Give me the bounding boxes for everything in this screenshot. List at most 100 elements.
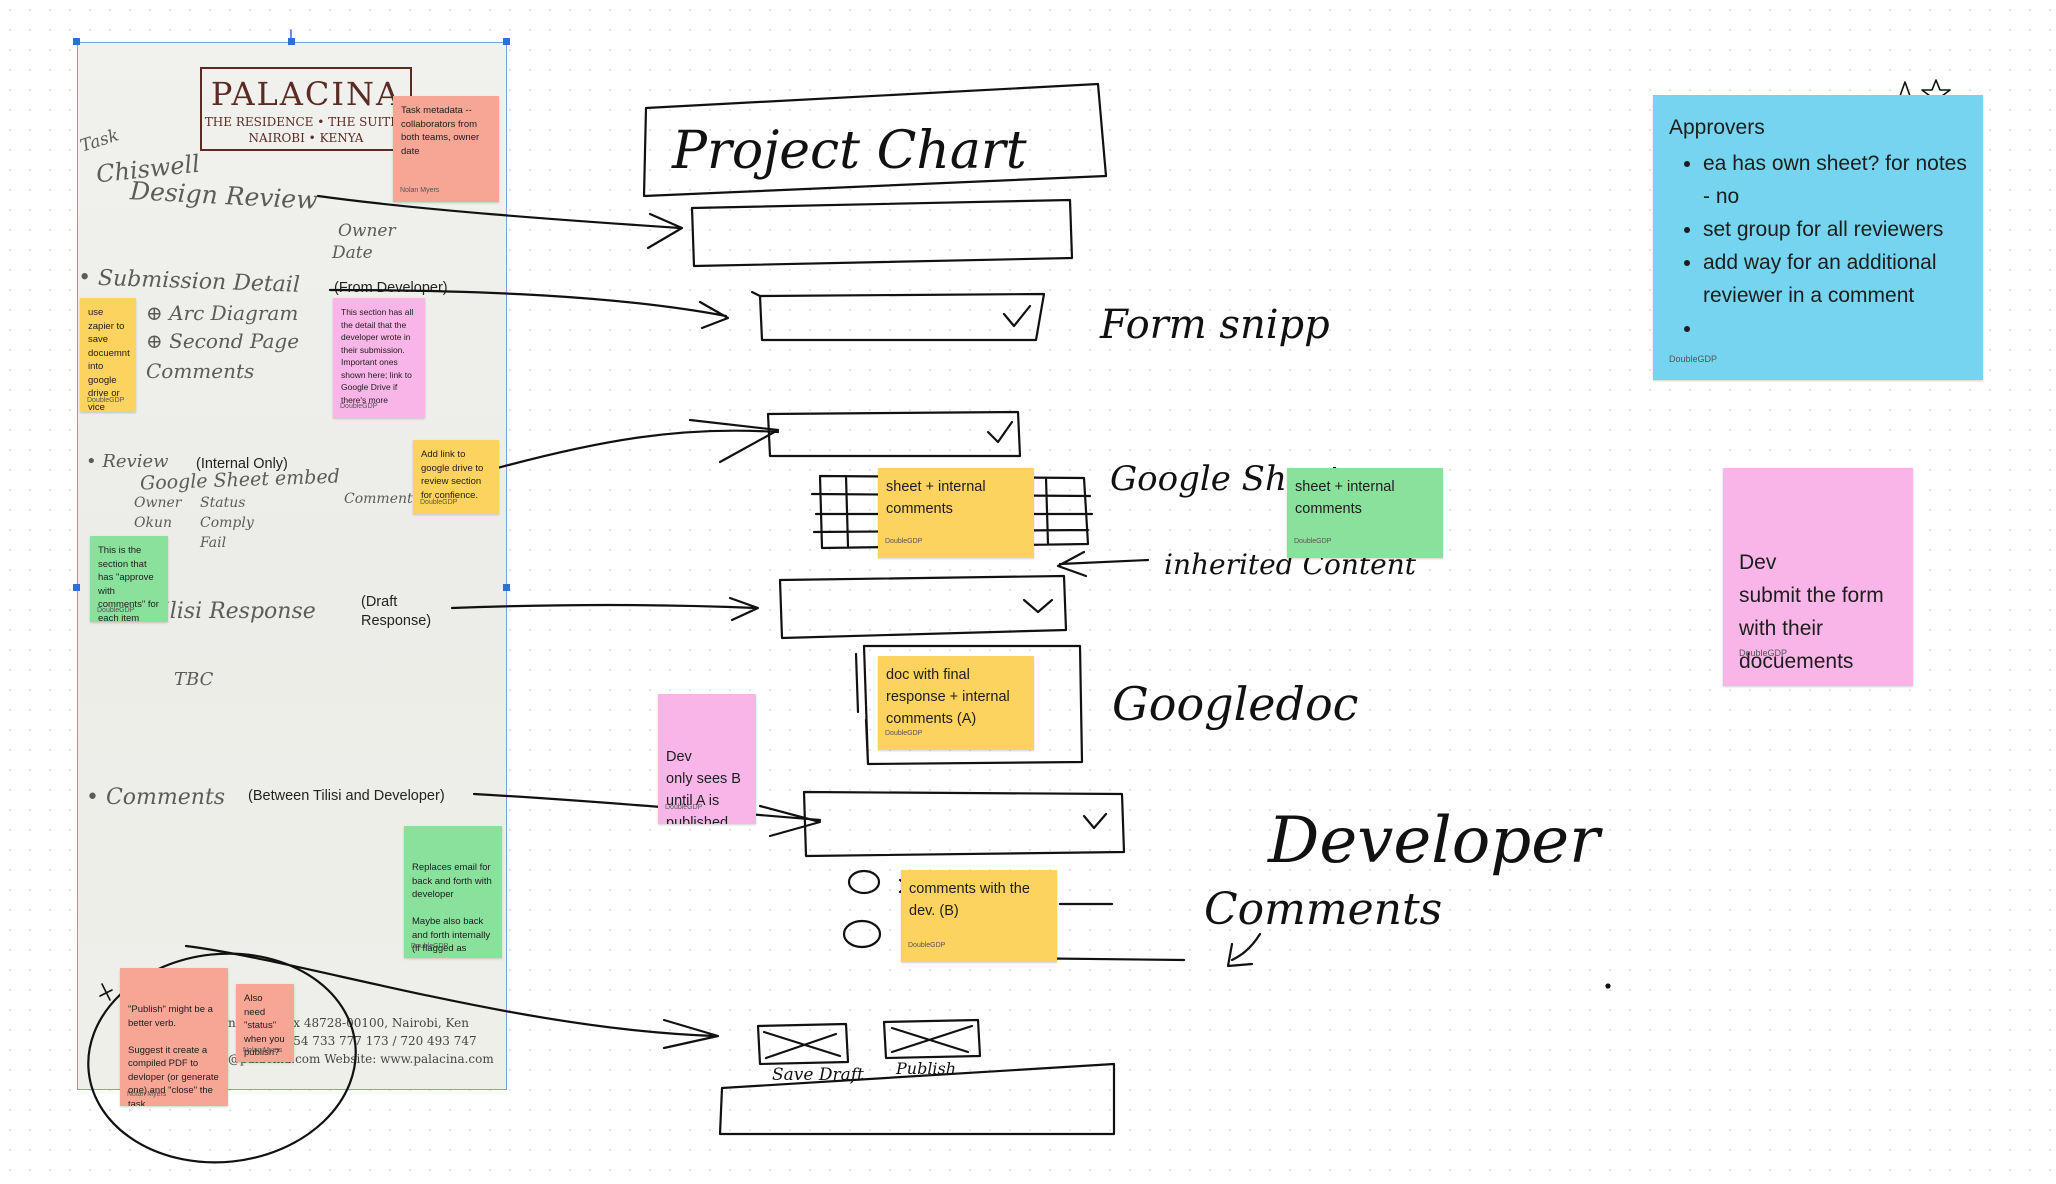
sticky-author: DoubleGDP: [1294, 538, 1332, 545]
approvers-item: ea has own sheet? for notes - no: [1703, 147, 1967, 213]
check-icon: [1002, 304, 1032, 328]
sketch-developer-text: Developer: [1267, 804, 1603, 878]
sticky-author: DoubleGDP: [97, 606, 135, 614]
sticky-text: This is the section that has "approve wi…: [98, 545, 159, 622]
sticky-text: "Publish" might be a better verb. Sugges…: [128, 1004, 219, 1106]
hw-comply: Comply: [200, 515, 254, 531]
submission-box: [750, 290, 1046, 342]
hw-tbc: TBC: [174, 669, 214, 690]
approvers-title: Approvers: [1669, 116, 1765, 139]
sticky-text: doc with final response + internal comme…: [886, 667, 1010, 727]
sticky-text: use zapier to save docuemnt into google …: [88, 307, 130, 412]
resize-handle-left[interactable]: [73, 584, 80, 591]
sticky-text: Dev submit the form with their docuement…: [1739, 551, 1884, 673]
hw-comment-col: Comment: [344, 491, 413, 507]
sticky-also-need-status[interactable]: Also need "status" when you publish? Nol…: [236, 984, 294, 1062]
sticky-text: Replaces email for back and forth with d…: [412, 862, 492, 958]
label-between-tilisi-developer: (Between Tilisi and Developer): [248, 788, 445, 804]
sticky-author: DoubleGDP: [1669, 354, 1718, 364]
sticky-approve-with-comments[interactable]: This is the section that has "approve wi…: [90, 536, 168, 622]
sticky-section-detail[interactable]: This section has all the detail that the…: [333, 298, 425, 418]
sticky-author: Nolan Myers: [127, 1090, 167, 1098]
sketch-google-doc-text: Googledoc: [1112, 677, 1358, 731]
comment-bubble-sketch: [847, 869, 881, 895]
response-box: [778, 574, 1068, 640]
footer-web: @palacina.com Website: www.palacina.com: [228, 1052, 494, 1066]
hw-fail: Fail: [200, 535, 227, 551]
check-icon: [986, 420, 1014, 444]
sketch-title-text: Project Chart: [671, 121, 1027, 181]
label-from-developer: (From Developer): [334, 280, 448, 296]
sticky-approvers[interactable]: Approvers ea has own sheet? for notes - …: [1653, 95, 1983, 380]
arrow-connector: [316, 194, 684, 250]
sticky-publish-verb[interactable]: "Publish" might be a better verb. Sugges…: [120, 968, 228, 1106]
hw-owner: Owner: [338, 221, 396, 241]
hw-okun: Okun: [134, 515, 172, 531]
hw-date: Date: [332, 243, 373, 263]
arrow-connector: [1056, 550, 1150, 578]
chevron-down-icon: [1022, 598, 1054, 614]
bottom-box: [718, 1062, 1116, 1136]
sticky-dev-submit[interactable]: Dev submit the form with their docuement…: [1723, 468, 1913, 686]
sticky-dev-only-sees[interactable]: Dev only sees B until A is published and…: [658, 694, 756, 824]
sticky-task-metadata[interactable]: Task metadata -- collaborators from both…: [393, 96, 499, 202]
title-box: [642, 82, 1108, 198]
sticky-text: This section has all the detail that the…: [341, 307, 414, 405]
sticky-replaces-email[interactable]: Replaces email for back and forth with d…: [404, 826, 502, 958]
palacina-logo: PALACINA THE RESIDENCE • THE SUITES NAIR…: [200, 67, 412, 151]
hw-comments-section: • Comments: [86, 785, 226, 810]
logo-brand: PALACINA: [210, 75, 402, 113]
hw-arc-diagram: ⊕ Arc Diagram: [146, 301, 299, 325]
arrow-connector: [488, 418, 780, 472]
arrow-connector: [1226, 932, 1262, 968]
approvers-item: set group for all reviewers: [1703, 213, 1967, 246]
resize-handle-top-left[interactable]: [73, 38, 80, 45]
hw-owner-col: Owner: [134, 495, 182, 511]
comment-bubble-sketch: [842, 919, 882, 949]
sketch-save-draft-text: Save Draft: [772, 1065, 864, 1085]
hw-review: • Review: [86, 451, 169, 472]
comments-box: [802, 790, 1126, 858]
sticky-use-zapier[interactable]: use zapier to save docuemnt into google …: [80, 298, 136, 412]
chevron-down-icon: [1082, 812, 1108, 830]
approvers-item: [1703, 312, 1967, 345]
hw-tilisi-response: Tilisi Response: [148, 599, 316, 624]
sketch-publish-text: Publish: [895, 1059, 956, 1078]
sticky-text: Also need "status" when you publish?: [244, 993, 285, 1058]
arrow-connector: [450, 596, 760, 622]
sticky-author: DoubleGDP: [87, 396, 125, 404]
hw-second-page: ⊕ Second Page: [146, 329, 300, 353]
label-draft-response: (Draft Response): [361, 594, 432, 629]
arrow-connector: [472, 792, 822, 838]
hw-status-col: Status: [200, 495, 246, 511]
highlight-circle: [87, 952, 357, 1164]
sticky-author: Nolan Myers: [243, 1046, 283, 1054]
logo-line-1: THE RESIDENCE • THE SUITES: [204, 115, 408, 129]
sticky-doc-final-response[interactable]: doc with final response + internal comme…: [878, 656, 1034, 750]
sticky-sheet-internal-comments-green[interactable]: sheet + internal comments DoubleGDP: [1287, 468, 1443, 558]
sticky-author: DoubleGDP: [908, 942, 946, 949]
sticky-sheet-internal-comments[interactable]: sheet + internal comments DoubleGDP: [878, 468, 1034, 558]
sticky-text: sheet + internal comments: [886, 479, 986, 517]
sticky-author: DoubleGDP: [665, 804, 703, 811]
review-box: [766, 410, 1022, 458]
approvers-list: ea has own sheet? for notes - no set gro…: [1669, 147, 1967, 345]
sticky-author: DoubleGDP: [340, 402, 378, 410]
sticky-add-link[interactable]: Add link to google drive to review secti…: [413, 440, 499, 514]
sticky-author: DoubleGDP: [420, 498, 458, 506]
arrow-connector: [328, 288, 730, 330]
sticky-comments-with-dev[interactable]: comments with the dev. (B) DoubleGDP: [901, 870, 1057, 962]
sticky-text: Dev only sees B until A is published and: [666, 749, 741, 824]
label-internal-only: (Internal Only): [196, 456, 288, 472]
save-draft-button-sketch: [756, 1022, 850, 1066]
sketch-comments-text: Comments: [1204, 884, 1442, 935]
sticky-text: comments with the dev. (B): [909, 881, 1030, 919]
footer-phone: ll: +254 733 777 173 / 720 493 747: [260, 1034, 477, 1048]
resize-handle-top-right[interactable]: [503, 38, 510, 45]
sticky-author: DoubleGDP: [885, 538, 923, 545]
publish-button-sketch: [882, 1018, 982, 1060]
sticky-text: Add link to google drive to review secti…: [421, 449, 484, 501]
resize-handle-right[interactable]: [503, 584, 510, 591]
